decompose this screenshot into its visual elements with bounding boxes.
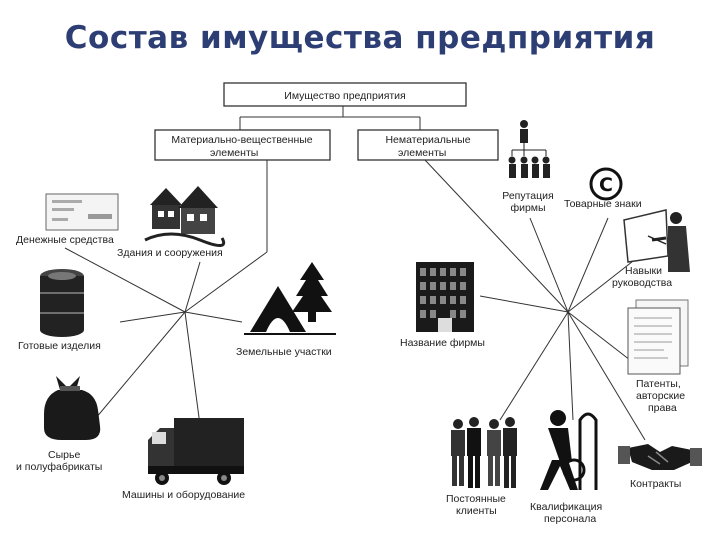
label-patents-line2: авторские <box>636 390 685 402</box>
worker-icon <box>540 410 598 490</box>
root-label: Имущество предприятия <box>284 90 405 102</box>
houses-icon <box>142 186 226 247</box>
office-building-icon <box>416 262 474 332</box>
label-machines: Машины и оборудование <box>122 489 245 501</box>
material-box <box>154 129 331 161</box>
label-staff-line2: персонала <box>544 513 596 525</box>
material-label-line1: Материально-вещественные <box>171 134 312 146</box>
org-chart-icon <box>508 120 550 178</box>
label-clients-line1: Постоянные <box>446 493 506 505</box>
material-label-line2: элементы <box>210 147 258 159</box>
label-buildings: Здания и сооружения <box>117 247 223 259</box>
material-star-lines <box>64 247 268 426</box>
label-patents-line3: права <box>648 402 677 414</box>
presenter-icon <box>623 209 690 272</box>
label-finished-goods: Готовые изделия <box>18 340 101 352</box>
copyright-icon: C <box>589 167 623 201</box>
intangible-label-line2: элементы <box>398 147 446 159</box>
label-patents-line1: Патенты, <box>636 378 681 390</box>
label-reputation-line2: фирмы <box>510 202 545 214</box>
handshake-icon <box>618 444 702 470</box>
label-land: Земельные участки <box>236 346 332 358</box>
root-box <box>223 82 467 107</box>
intangible-star-lines <box>479 217 646 441</box>
label-trademarks: Товарные знаки <box>564 198 642 210</box>
label-raw-line2: и полуфабрикаты <box>16 461 102 473</box>
label-firm-name: Название фирмы <box>400 337 485 349</box>
label-clients-line2: клиенты <box>456 505 497 517</box>
banknote-icon <box>45 193 119 231</box>
copyright-symbol: C <box>599 174 613 196</box>
sack-icon <box>44 376 101 440</box>
label-reputation-line1: Репутация <box>502 190 553 202</box>
label-mgmt-line2: руководства <box>612 277 672 289</box>
label-staff-line1: Квалификация <box>530 501 602 513</box>
intangible-box <box>357 129 499 161</box>
label-cash: Денежные средства <box>16 234 114 246</box>
document-icon <box>627 299 689 375</box>
barrel-icon <box>40 269 84 337</box>
label-contracts: Контракты <box>630 478 681 490</box>
people-icon <box>451 417 517 488</box>
tree-connectors <box>239 106 569 313</box>
label-raw-line1: Сырье <box>48 449 80 461</box>
intangible-label-line1: Нематериальные <box>385 134 470 146</box>
label-mgmt-line1: Навыки <box>625 265 662 277</box>
page-title: Состав имущества предприятия <box>64 20 656 56</box>
truck-icon <box>148 418 244 485</box>
land-tree-icon <box>244 262 336 335</box>
